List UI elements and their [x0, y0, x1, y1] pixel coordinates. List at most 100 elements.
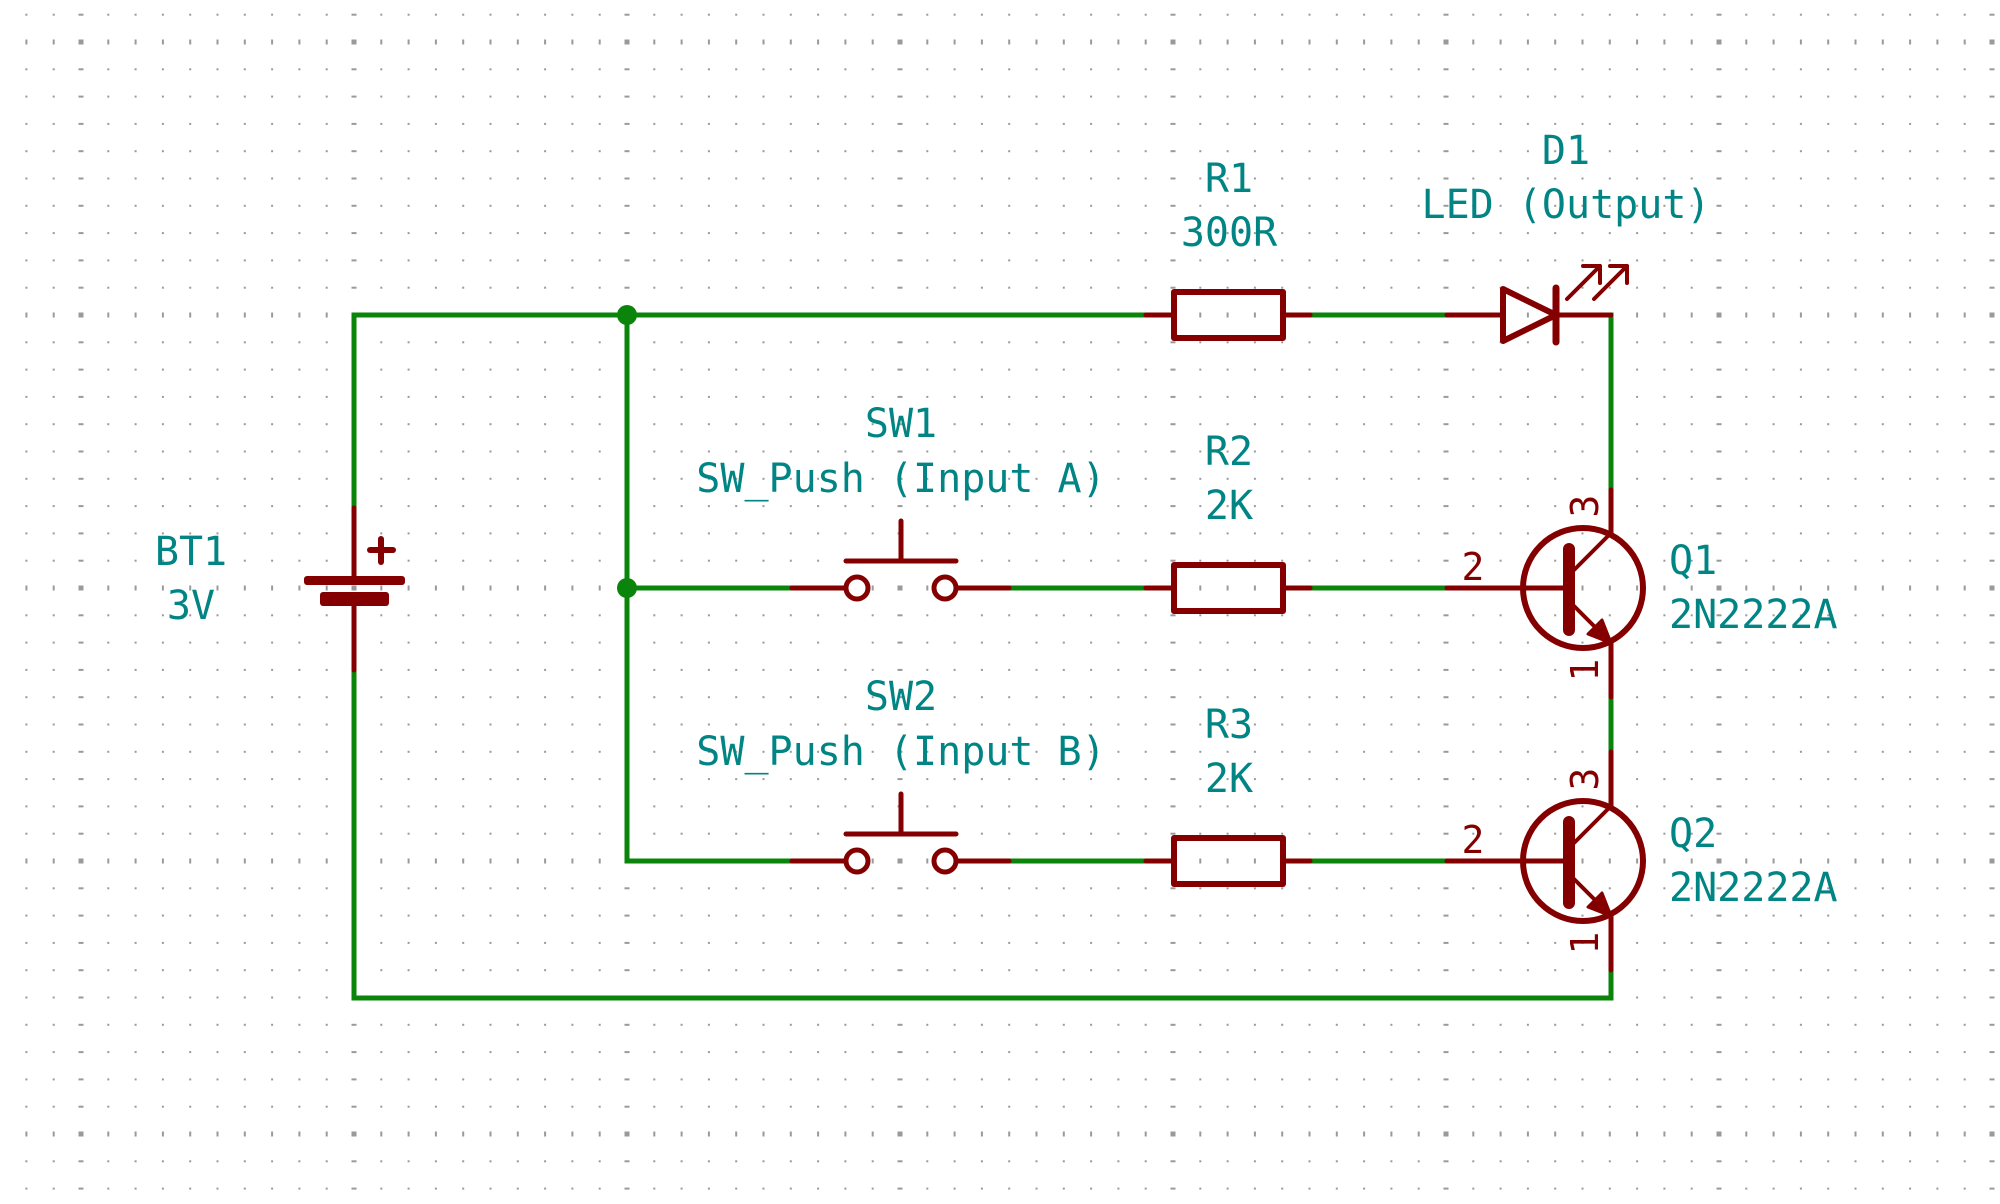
grid-dot — [1909, 668, 1912, 671]
grid-dot — [271, 532, 274, 535]
grid-dot — [1772, 532, 1775, 535]
grid-dot — [1335, 95, 1338, 98]
grid-dot — [1472, 204, 1475, 207]
grid-dot — [980, 423, 983, 426]
junction-dot[interactable] — [617, 305, 637, 325]
push-switch-sw1[interactable]: SW1 SW_Push (Input A) — [696, 401, 1106, 602]
grid-dot — [897, 641, 903, 644]
switch-contact-icon — [843, 574, 871, 602]
grid-dot — [1062, 259, 1065, 262]
grid-dot — [1090, 1160, 1093, 1163]
grid-dot — [1417, 259, 1420, 262]
grid-dot — [1443, 204, 1449, 207]
grid-dot — [1226, 778, 1229, 781]
grid-dot — [1281, 368, 1284, 371]
grid-dot — [1199, 723, 1202, 726]
grid-dot — [216, 641, 219, 644]
grid-dot — [1008, 395, 1011, 398]
grid-dot — [598, 914, 601, 917]
grid-dot — [78, 1105, 84, 1108]
grid-dot — [52, 641, 55, 644]
grid-dot — [789, 641, 792, 644]
grid-dot — [516, 1023, 519, 1026]
grid-dot — [489, 177, 492, 180]
grid-dot — [1909, 286, 1912, 289]
grid-dot — [1226, 1078, 1229, 1081]
grid-dot — [380, 750, 383, 753]
grid-dot — [707, 122, 710, 125]
grid-dot — [216, 450, 219, 453]
grid-dot — [735, 887, 738, 890]
grid-dot — [489, 477, 492, 480]
grid-dot — [1199, 150, 1202, 153]
grid-dot — [1363, 395, 1366, 398]
grid-dot — [1936, 723, 1939, 726]
grid-dot — [52, 668, 55, 671]
grid-dot — [161, 858, 164, 864]
junction-dot[interactable] — [617, 578, 637, 598]
resistor-r3[interactable]: R3 2K — [1143, 702, 1313, 887]
grid-dot — [1035, 423, 1038, 426]
grid-dot — [134, 259, 137, 262]
grid-dot — [1090, 723, 1093, 726]
grid-dot — [980, 39, 983, 45]
grid-dot — [1554, 1051, 1557, 1054]
grid-dot — [1909, 941, 1912, 944]
grid-dot — [598, 177, 601, 180]
grid-dot — [762, 887, 765, 890]
grid-dot — [1745, 1160, 1748, 1163]
grid-dot — [216, 805, 219, 808]
grid-dot — [161, 39, 164, 45]
led-d1[interactable]: D1 LED (Output) — [1422, 128, 1711, 346]
grid-dot — [1390, 614, 1393, 617]
grid-dot — [789, 95, 792, 98]
grid-dot — [1035, 805, 1038, 808]
grid-dot — [1443, 95, 1449, 98]
grid-dot — [1062, 887, 1065, 890]
grid-dot — [680, 750, 683, 753]
grid-dot — [1253, 614, 1256, 617]
grid-dot — [1472, 122, 1475, 125]
grid-dot — [161, 559, 164, 562]
grid-dot — [598, 1131, 601, 1137]
grid-dot — [1144, 1131, 1147, 1137]
grid-dot — [1008, 95, 1011, 98]
grid-dot — [1663, 395, 1666, 398]
grid-dot — [1390, 450, 1393, 453]
grid-dot — [189, 395, 192, 398]
grid-dot — [380, 614, 383, 617]
grid-dot — [380, 858, 383, 864]
grid-dot — [52, 312, 55, 318]
grid-dot — [680, 204, 683, 207]
grid-dot — [871, 232, 874, 235]
grid-dot — [271, 614, 274, 617]
grid-dot — [516, 286, 519, 289]
grid-dot — [1170, 641, 1176, 644]
wire-bottom-return[interactable] — [351, 667, 1614, 1001]
battery-bt1[interactable]: BT1 3V — [155, 505, 405, 673]
wire-battery-top[interactable] — [351, 312, 630, 511]
grid-dot — [243, 13, 246, 16]
grid-dot — [789, 232, 792, 235]
resistor-r1[interactable]: R1 300R — [1143, 156, 1313, 341]
grid-dot — [624, 1105, 630, 1108]
grid-dot — [926, 122, 929, 125]
grid-dot — [1827, 477, 1830, 480]
grid-dot — [298, 450, 301, 453]
transistor-q2[interactable]: 2 3 1 Q2 2N2222A — [1444, 749, 1838, 973]
grid-dot — [653, 39, 656, 45]
grid-dot — [1417, 668, 1420, 671]
grid-dot — [762, 969, 765, 972]
grid-dot — [1772, 423, 1775, 426]
grid-dot — [1581, 95, 1584, 98]
grid-dot — [1281, 286, 1284, 289]
grid-dot — [817, 68, 820, 71]
grid-dot — [1881, 696, 1884, 699]
transistor-q1[interactable]: 2 3 1 Q1 2N2222A — [1444, 487, 1838, 700]
push-switch-sw2[interactable]: SW2 SW_Push (Input B) — [696, 674, 1106, 875]
grid-dot — [1745, 1078, 1748, 1081]
resistor-r2[interactable]: R2 2K — [1143, 429, 1313, 614]
grid-dot — [216, 832, 219, 835]
grid-dot — [1281, 1131, 1284, 1137]
